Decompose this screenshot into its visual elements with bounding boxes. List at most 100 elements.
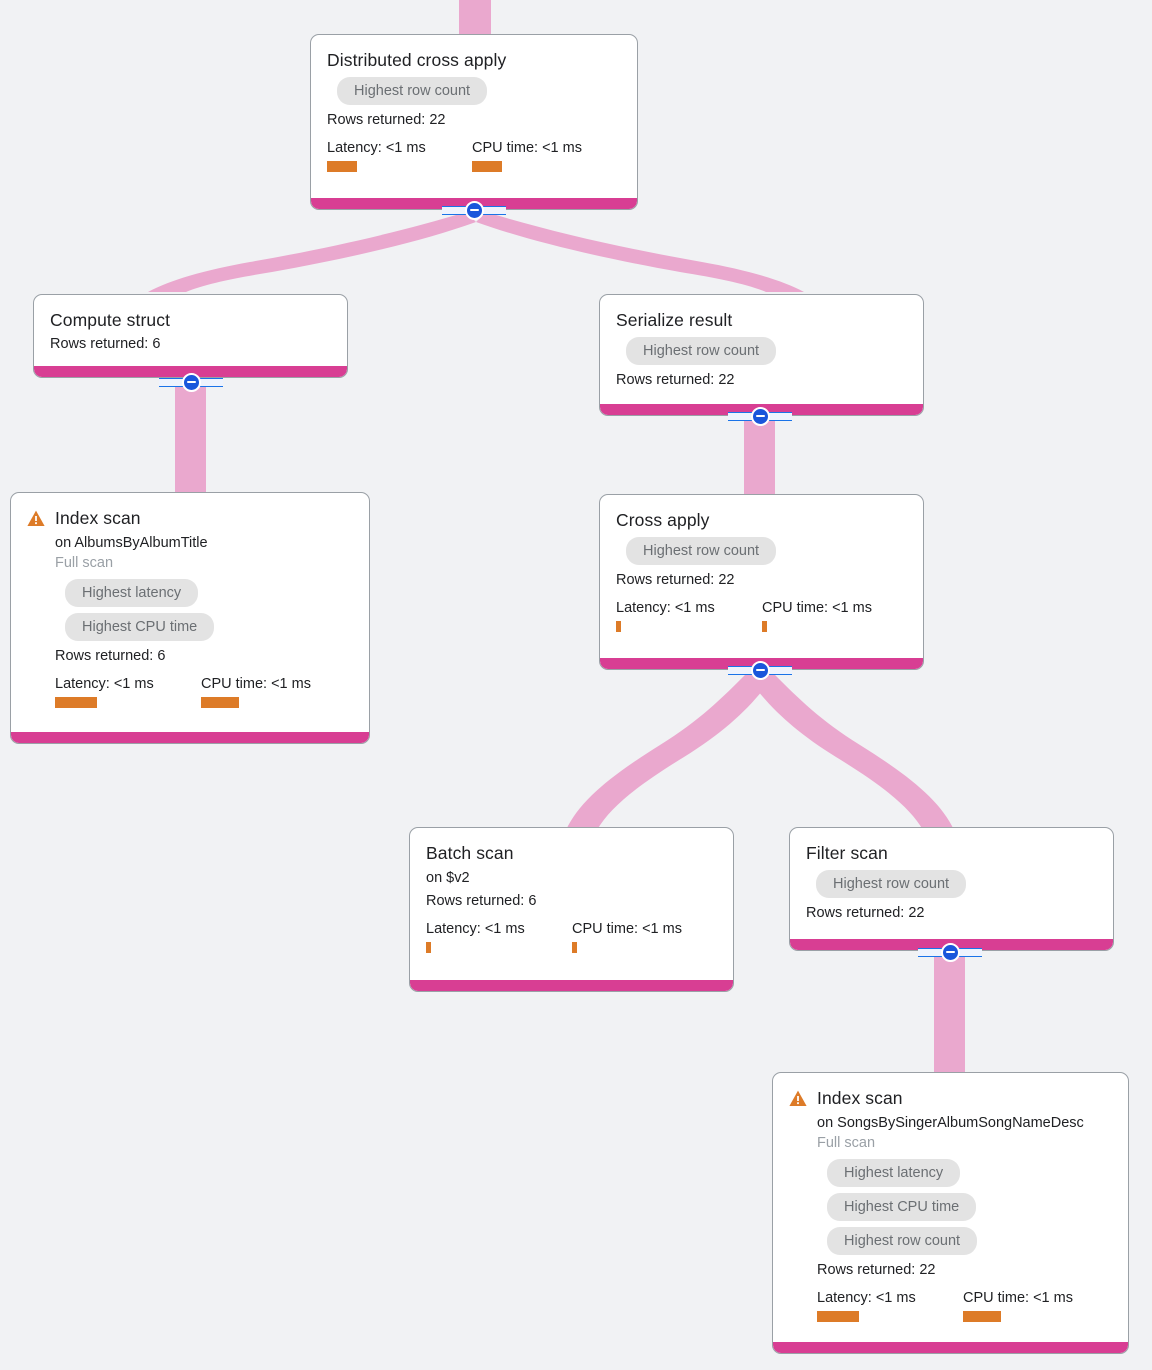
rows-returned: Rows returned: 6: [50, 336, 161, 352]
collapse-toggle-compute-struct[interactable]: [159, 371, 223, 393]
metric-cpu-time: CPU time: <1 ms: [762, 599, 872, 632]
metric-cpu-time: CPU time: <1 ms: [963, 1289, 1073, 1322]
node-header: Compute struct: [50, 309, 331, 331]
edge-root-stub: [459, 0, 491, 38]
metrics-row: Latency: <1 ms CPU time: <1 ms: [616, 599, 907, 632]
metric-latency: Latency: <1 ms: [616, 599, 762, 632]
node-batch-scan[interactable]: Batch scan on $v2 Rows returned: 6 Laten…: [409, 827, 734, 992]
node-distributed-cross-apply[interactable]: Distributed cross apply Highest row coun…: [310, 34, 638, 210]
metric-latency-bar: [616, 621, 621, 632]
node-filter-scan[interactable]: Filter scan Highest row count Rows retur…: [789, 827, 1114, 951]
metric-cpu-time-bar: [472, 161, 502, 172]
badge-list: Highest latency Highest CPU time Highest…: [827, 1153, 1112, 1255]
node-scan-type: Full scan: [55, 555, 114, 571]
collapse-toggle-cross-apply[interactable]: [728, 659, 792, 681]
warning-icon: [789, 1090, 807, 1106]
node-header: Batch scan: [426, 842, 717, 864]
badge-highest-latency: Highest latency: [65, 579, 199, 607]
badge-highest-cpu-time: Highest CPU time: [65, 613, 215, 641]
metric-cpu-time-label: CPU time: <1 ms: [963, 1290, 1073, 1306]
node-index-scan-albums[interactable]: Index scan on AlbumsByAlbumTitle Full sc…: [10, 492, 370, 744]
metric-latency-label: Latency: <1 ms: [55, 676, 154, 692]
rows-returned: Rows returned: 22: [616, 372, 735, 388]
edge-root-to-serialize-result: [476, 212, 804, 292]
minus-icon: [464, 200, 484, 220]
node-header: Cross apply: [616, 509, 907, 531]
node-target: on $v2: [426, 870, 470, 886]
node-title: Cross apply: [616, 510, 710, 530]
node-target: on AlbumsByAlbumTitle: [55, 535, 208, 551]
collapse-toggle-filter-scan[interactable]: [918, 941, 982, 963]
badge-highest-row-count: Highest row count: [337, 77, 488, 105]
metric-cpu-time-label: CPU time: <1 ms: [762, 600, 872, 616]
metric-latency: Latency: <1 ms: [55, 675, 201, 708]
metric-latency-label: Latency: <1 ms: [616, 600, 715, 616]
node-serialize-result[interactable]: Serialize result Highest row count Rows …: [599, 294, 924, 416]
node-accent-bar: [773, 1342, 1128, 1353]
badge-list: Highest row count: [626, 531, 907, 565]
metric-cpu-time: CPU time: <1 ms: [572, 920, 682, 953]
metric-latency-bar: [55, 697, 97, 708]
node-compute-struct[interactable]: Compute struct Rows returned: 6: [33, 294, 348, 378]
metrics-row: Latency: <1 ms CPU time: <1 ms: [327, 139, 621, 172]
metric-cpu-time-bar: [963, 1311, 1001, 1322]
metrics-row: Latency: <1 ms CPU time: <1 ms: [817, 1289, 1112, 1322]
minus-icon: [750, 406, 770, 426]
node-body: Highest row count Rows returned: 22: [806, 864, 1097, 923]
rows-returned: Rows returned: 22: [327, 112, 446, 128]
metric-cpu-time: CPU time: <1 ms: [472, 139, 582, 172]
node-body: on SongsBySingerAlbumSongNameDesc Full s…: [789, 1114, 1112, 1322]
edge-root-to-compute-struct: [148, 212, 476, 292]
minus-icon: [181, 372, 201, 392]
metric-latency: Latency: <1 ms: [327, 139, 472, 172]
rows-returned: Rows returned: 6: [55, 648, 166, 664]
node-title: Compute struct: [50, 310, 171, 330]
metric-latency: Latency: <1 ms: [426, 920, 572, 953]
badge-highest-cpu-time: Highest CPU time: [827, 1193, 977, 1221]
metric-cpu-time: CPU time: <1 ms: [201, 675, 311, 708]
rows-returned: Rows returned: 22: [806, 905, 925, 921]
metric-cpu-time-bar: [762, 621, 767, 632]
node-index-scan-songs[interactable]: Index scan on SongsBySingerAlbumSongName…: [772, 1072, 1129, 1354]
metric-latency: Latency: <1 ms: [817, 1289, 963, 1322]
node-title: Index scan: [55, 508, 141, 528]
node-body: Highest row count Rows returned: 22 Late…: [616, 531, 907, 632]
edge-filter-scan-to-index-scan: [934, 950, 965, 1075]
metric-cpu-time-bar: [572, 942, 577, 953]
badge-highest-row-count: Highest row count: [816, 870, 967, 898]
node-title: Serialize result: [616, 310, 733, 330]
edge-cross-apply-to-batch-scan: [566, 672, 772, 830]
badge-list: Highest row count: [816, 864, 1097, 898]
rows-returned: Rows returned: 22: [817, 1262, 936, 1278]
metric-cpu-time-label: CPU time: <1 ms: [472, 140, 582, 156]
warning-icon: [27, 510, 45, 526]
node-cross-apply[interactable]: Cross apply Highest row count Rows retur…: [599, 494, 924, 670]
metric-latency-label: Latency: <1 ms: [817, 1290, 916, 1306]
metric-latency-label: Latency: <1 ms: [426, 921, 525, 937]
edge-compute-struct-to-index-scan: [175, 382, 206, 494]
metrics-row: Latency: <1 ms CPU time: <1 ms: [426, 920, 717, 953]
badge-highest-row-count: Highest row count: [827, 1227, 978, 1255]
rows-returned: Rows returned: 6: [426, 893, 537, 909]
badge-highest-row-count: Highest row count: [626, 337, 777, 365]
node-scan-type: Full scan: [817, 1135, 876, 1151]
node-accent-bar: [34, 366, 347, 377]
collapse-toggle-distributed-cross-apply[interactable]: [442, 199, 506, 221]
badge-list: Highest latency Highest CPU time: [65, 573, 353, 641]
rows-returned: Rows returned: 22: [616, 572, 735, 588]
minus-icon: [750, 660, 770, 680]
badge-highest-latency: Highest latency: [827, 1159, 961, 1187]
metric-cpu-time-label: CPU time: <1 ms: [201, 676, 311, 692]
node-title: Distributed cross apply: [327, 50, 507, 70]
badge-highest-row-count: Highest row count: [626, 537, 777, 565]
node-title: Index scan: [817, 1088, 903, 1108]
node-body: Highest row count Rows returned: 22 Late…: [327, 71, 621, 172]
warning-slot: [27, 507, 55, 527]
metric-latency-label: Latency: <1 ms: [327, 140, 426, 156]
node-title: Filter scan: [806, 843, 888, 863]
collapse-toggle-serialize-result[interactable]: [728, 405, 792, 427]
minus-icon: [940, 942, 960, 962]
edge-serialize-result-to-cross-apply: [744, 416, 775, 496]
node-header: Index scan: [27, 507, 353, 529]
